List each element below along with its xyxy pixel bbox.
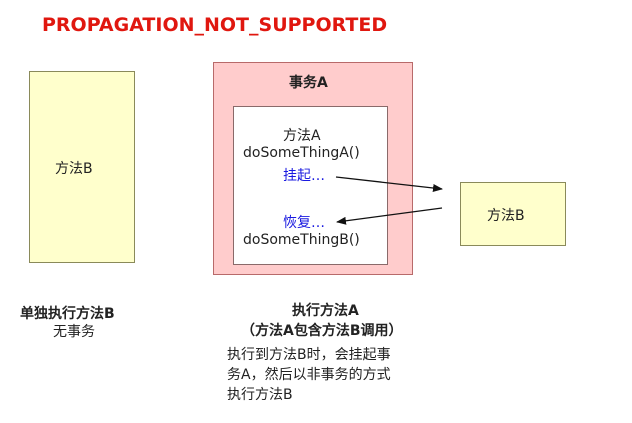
diagram-title: PROPAGATION_NOT_SUPPORTED: [42, 14, 388, 36]
standalone-caption-subtitle: 无事务: [53, 324, 95, 340]
transaction-caption-desc-3: 执行方法B: [227, 387, 293, 403]
do-something-b-label: doSomeThingB(): [243, 232, 360, 248]
transaction-a-title: 事务A: [289, 75, 328, 91]
transaction-caption-desc-1: 执行到方法B时，会挂起事: [227, 347, 391, 363]
called-method-b-box: [460, 182, 566, 246]
standalone-method-b-label: 方法B: [55, 161, 93, 177]
do-something-a-label: doSomeThingA(): [243, 145, 360, 161]
transaction-caption-title: 执行方法A: [292, 303, 359, 319]
suspend-label: 挂起…: [283, 168, 325, 184]
resume-label: 恢复…: [283, 215, 325, 231]
standalone-caption-title: 单独执行方法B: [20, 306, 115, 322]
transaction-caption-desc-2: 务A，然后以非事务的方式: [227, 367, 391, 383]
called-method-b-label: 方法B: [487, 208, 525, 224]
transaction-caption-subtitle: （方法A包含方法B调用）: [241, 323, 403, 339]
standalone-method-b-box: [29, 71, 135, 263]
method-a-label: 方法A: [283, 128, 321, 144]
